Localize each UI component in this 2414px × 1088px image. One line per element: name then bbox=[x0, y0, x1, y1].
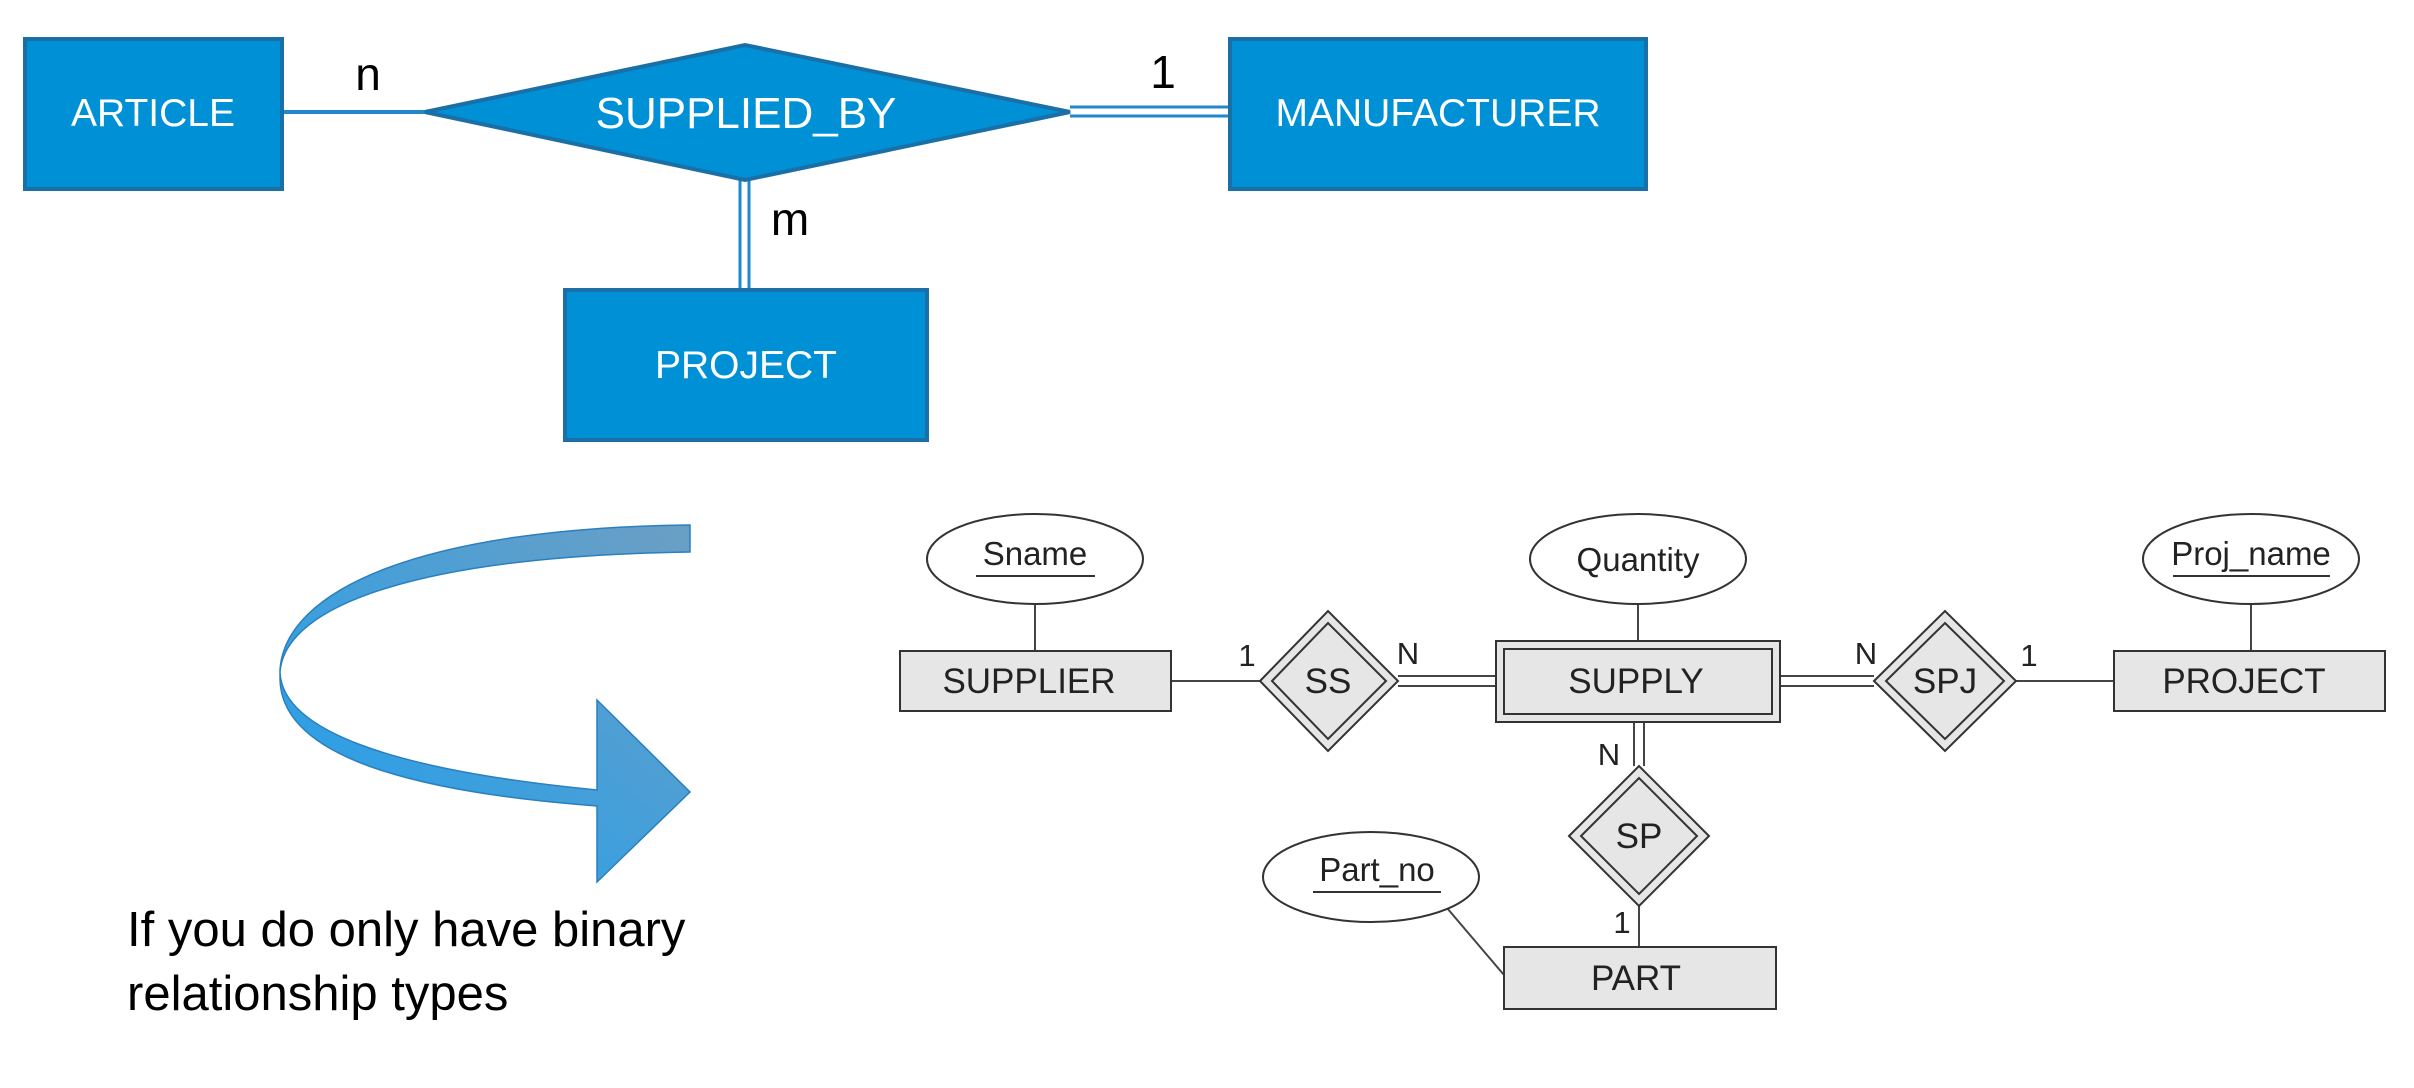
manufacturer-connector bbox=[1070, 105, 1230, 118]
svg-text:SPJ: SPJ bbox=[1913, 662, 1977, 701]
card-ss-supplier: 1 bbox=[1238, 638, 1255, 673]
relationship-spj: SPJ bbox=[1872, 609, 2018, 753]
svg-text:SS: SS bbox=[1305, 662, 1352, 701]
svg-text:Quantity: Quantity bbox=[1577, 541, 1700, 578]
supply-spj-link bbox=[1780, 675, 1874, 687]
cardinality-manufacturer: 1 bbox=[1150, 46, 1176, 98]
svg-text:PART: PART bbox=[1591, 959, 1681, 998]
card-spj-supply: N bbox=[1855, 636, 1877, 671]
project-connector bbox=[738, 180, 751, 290]
card-sp-supply: N bbox=[1598, 737, 1620, 772]
project-label-top: PROJECT bbox=[655, 344, 837, 387]
entity-project: PROJECT bbox=[2113, 650, 2386, 712]
svg-text:SUPPLY: SUPPLY bbox=[1568, 662, 1704, 701]
caption-line-1: If you do only have binary bbox=[127, 903, 686, 957]
caption-line-2: relationship types bbox=[127, 967, 509, 1021]
binary-er-diagram: Sname Quantity Proj_name Part_no SUPPLIE… bbox=[899, 513, 2386, 1010]
cardinality-article: n bbox=[355, 48, 381, 100]
svg-text:Proj_name: Proj_name bbox=[2171, 535, 2331, 572]
article-label: ARTICLE bbox=[71, 92, 235, 135]
entity-supply-weak: SUPPLY bbox=[1495, 640, 1781, 723]
svg-text:SP: SP bbox=[1616, 817, 1663, 856]
article-entity: ARTICLE bbox=[23, 37, 284, 191]
cardinality-project: m bbox=[771, 193, 809, 245]
ternary-diagram: ARTICLE MANUFACTURER PROJECT SUPPLIED_BY… bbox=[23, 37, 1648, 442]
supply-sp-link bbox=[1633, 722, 1645, 766]
supplied-by-relationship: SUPPLIED_BY bbox=[424, 42, 1071, 183]
card-ss-supply: N bbox=[1397, 636, 1419, 671]
relationship-ss: SS bbox=[1258, 609, 1400, 753]
card-spj-project: 1 bbox=[2020, 638, 2037, 673]
project-entity-top: PROJECT bbox=[563, 288, 929, 442]
caption-text: If you do only have binary relationship … bbox=[127, 898, 685, 1026]
entity-supplier: SUPPLIER bbox=[899, 650, 1172, 712]
svg-text:Part_no: Part_no bbox=[1319, 851, 1435, 888]
attribute-sname: Sname bbox=[926, 513, 1144, 605]
supplied-by-label: SUPPLIED_BY bbox=[596, 89, 897, 138]
manufacturer-label: MANUFACTURER bbox=[1275, 92, 1600, 135]
entity-part: PART bbox=[1503, 946, 1777, 1010]
svg-text:PROJECT: PROJECT bbox=[2162, 662, 2325, 701]
card-sp-part: 1 bbox=[1613, 905, 1630, 940]
svg-text:SUPPLIER: SUPPLIER bbox=[942, 662, 1115, 701]
relationship-sp: SP bbox=[1567, 764, 1711, 908]
attribute-part-no: Part_no bbox=[1262, 831, 1480, 923]
manufacturer-entity: MANUFACTURER bbox=[1228, 37, 1648, 191]
ss-supply-link bbox=[1398, 675, 1496, 687]
curved-arrow-icon bbox=[279, 524, 692, 884]
partno-link bbox=[1446, 907, 1505, 976]
attribute-quantity: Quantity bbox=[1529, 513, 1747, 605]
attribute-proj-name: Proj_name bbox=[2142, 513, 2360, 605]
svg-text:Sname: Sname bbox=[983, 535, 1088, 572]
